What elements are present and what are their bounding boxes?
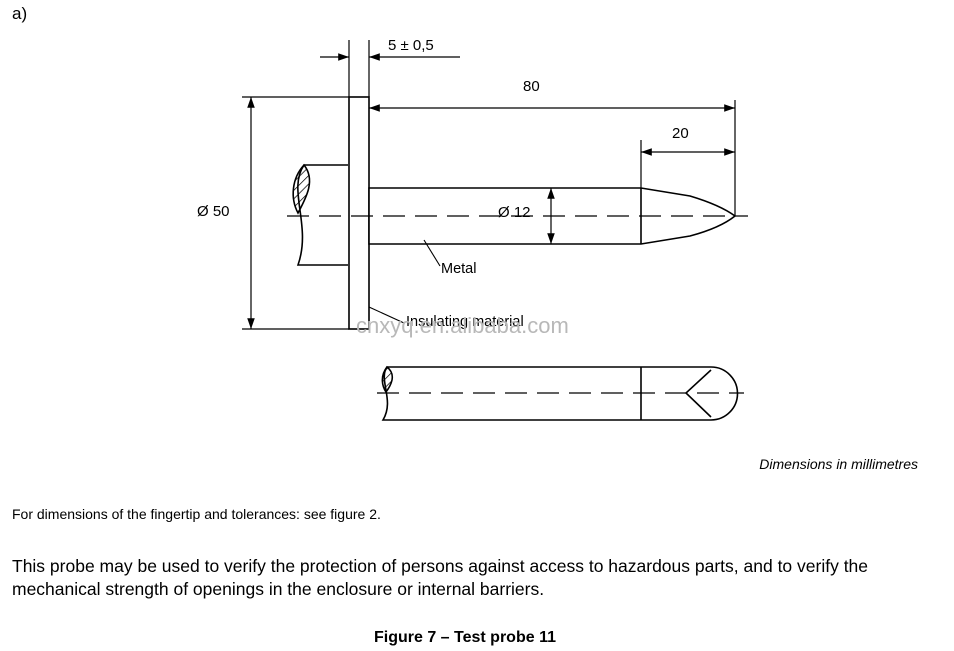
fingertip-note: For dimensions of the fingertip and tole… xyxy=(12,506,381,522)
dim-tolerance-label: 5 ± 0,5 xyxy=(388,37,434,54)
dim-length xyxy=(369,100,736,216)
watermark: cnxyq.en.alibaba.com xyxy=(356,313,569,338)
description-paragraph: This probe may be used to verify the pro… xyxy=(12,556,869,599)
dim-flange xyxy=(242,96,349,330)
flange-plate xyxy=(348,96,370,330)
dim-tip xyxy=(640,140,735,188)
dim-length-label: 80 xyxy=(523,78,540,95)
handle-rod xyxy=(292,163,348,266)
dim-tolerance xyxy=(320,40,460,97)
figure-label: a) xyxy=(12,4,28,23)
callout-insulating: Insulating material xyxy=(406,314,524,330)
figure-caption: Figure 7 – Test probe 11 xyxy=(374,629,556,646)
callout-metal: Metal xyxy=(441,261,476,277)
dim-tip-label: 20 xyxy=(672,125,689,142)
test-probe-drawing: 5 ± 0,5 80 20 Ø 50 Ø 12 Metal Insulating… xyxy=(197,37,748,421)
units-note: Dimensions in millimetres xyxy=(759,456,918,472)
dim-shaft-label: Ø 12 xyxy=(498,204,531,221)
dim-flange-label: Ø 50 xyxy=(197,203,230,220)
